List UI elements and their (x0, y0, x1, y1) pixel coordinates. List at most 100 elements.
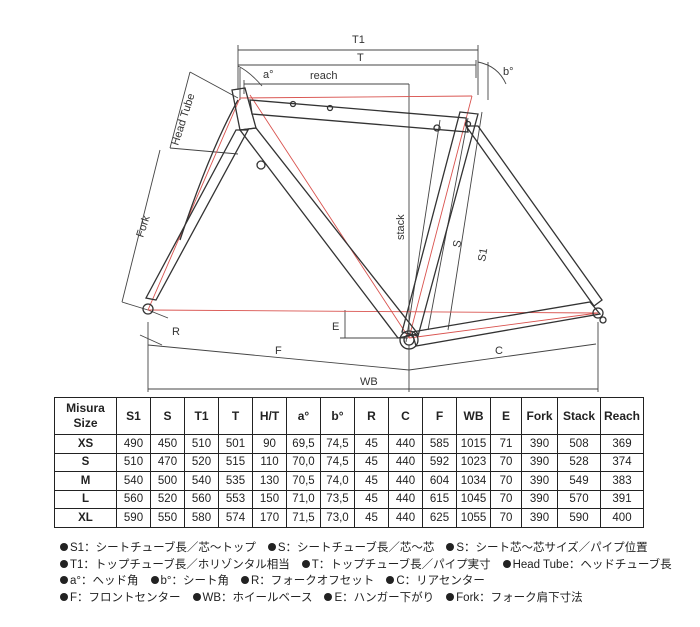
table-cell: 73,5 (320, 489, 355, 509)
bullet-icon (60, 543, 68, 551)
table-cell: 390 (521, 471, 558, 491)
size-cell: XL (54, 508, 117, 528)
legend-item: b°：シート角 (150, 573, 229, 590)
table-cell: 590 (557, 508, 601, 528)
legend-text: S：シートチューブ長／芯～芯 (277, 542, 435, 554)
table-cell: 440 (388, 452, 423, 472)
table-cell: 71,5 (286, 508, 321, 528)
table-cell: 1015 (456, 434, 491, 454)
legend-text: S：シート芯～芯サイズ／パイプ位置 (456, 542, 648, 554)
table-cell: 440 (388, 508, 423, 528)
bullet-icon (192, 592, 201, 601)
header-cell: Fork (521, 397, 558, 435)
table-cell: 390 (521, 434, 558, 454)
header-cell: Misura Size (54, 397, 117, 435)
header-cell: S (150, 397, 185, 435)
table-cell: 110 (252, 452, 287, 472)
bullet-icon (267, 543, 276, 551)
legend-item: S：シート芯～芯サイズ／パイプ位置 (446, 540, 648, 557)
table-cell: 390 (521, 452, 558, 472)
table-cell: 45 (354, 508, 389, 528)
t1-label: T1 (352, 34, 365, 46)
table-cell: 383 (600, 471, 644, 491)
size-cell: S (54, 452, 117, 472)
legend-text: Fork：フォーク肩下寸法 (456, 591, 583, 604)
table-cell: 391 (600, 489, 644, 509)
bullet-icon (446, 543, 455, 551)
legend-item: F：フロントセンター (60, 590, 181, 607)
header-cell: H/T (252, 397, 287, 435)
bullet-icon (301, 559, 310, 568)
table-cell: 374 (600, 452, 644, 472)
table-cell: 440 (388, 434, 423, 454)
table-cell: 130 (252, 471, 287, 491)
table-cell: 70 (490, 508, 522, 528)
legend-item: Fork：フォーク肩下寸法 (446, 590, 583, 607)
table-cell: 560 (116, 489, 151, 509)
bullet-icon (60, 592, 68, 601)
table-cell: 500 (150, 471, 185, 491)
legend: S1：シートチューブ長／芯～トップ S：シートチューブ長／芯～芯 S：シート芯～芯サ… (60, 540, 700, 606)
table-cell: 390 (521, 489, 558, 509)
table-cell: 520 (150, 489, 185, 509)
table-cell: 501 (218, 434, 253, 454)
header-cell: Reach (600, 397, 644, 435)
size-cell: XS (54, 434, 117, 454)
table-cell: 440 (388, 489, 423, 509)
table-cell: 45 (354, 471, 389, 491)
table-cell: 70,5 (286, 471, 321, 491)
table-cell: 45 (354, 452, 389, 472)
legend-item: S：シートチューブ長／芯～芯 (267, 540, 435, 557)
header-cell: T (218, 397, 253, 435)
table-cell: 570 (557, 489, 601, 509)
table-cell: 70 (490, 489, 522, 509)
bullet-icon (150, 576, 159, 584)
table-cell: 450 (150, 434, 185, 454)
table-cell: 490 (116, 434, 151, 454)
table-cell: 604 (422, 471, 457, 491)
head-angle-label: a° (263, 69, 274, 81)
table-cell: 170 (252, 508, 287, 528)
table-cell: 574 (218, 508, 253, 528)
table-cell: 580 (184, 508, 219, 528)
legend-item: T1：トップチューブ長／ホリゾンタル相当 (60, 557, 290, 574)
table-cell: 585 (422, 434, 457, 454)
table-cell: 70,0 (286, 452, 321, 472)
table-cell: 549 (557, 471, 601, 491)
reach-label: reach (310, 70, 338, 82)
legend-item: E：ハンガー下がり (324, 590, 434, 607)
table-cell: 74,0 (320, 471, 355, 491)
c-label: C (495, 345, 503, 357)
table-cell: 400 (600, 508, 644, 528)
legend-text: T1：トップチューブ長／ホリゾンタル相当 (70, 558, 290, 571)
table-cell: 510 (116, 452, 151, 472)
table-cell: 70 (490, 452, 522, 472)
table-cell: 1045 (456, 489, 491, 509)
table-cell: 69,5 (286, 434, 321, 454)
table-cell: 535 (218, 471, 253, 491)
legend-text: S1：シートチューブ長／芯～トップ (70, 542, 256, 554)
table-cell: 550 (150, 508, 185, 528)
bullet-icon (241, 576, 249, 584)
header-cell: b° (320, 397, 355, 435)
frame-geometry-diagram: T1 T reach a° b° Head Tube Fork stack S … (121, 34, 607, 392)
r-label: R (172, 326, 180, 338)
table-cell: 150 (252, 489, 287, 509)
table-cell: 70 (490, 471, 522, 491)
legend-text: C：リアセンター (396, 575, 485, 587)
t-label: T (357, 52, 364, 64)
table-cell: 74,5 (320, 434, 355, 454)
header-cell: a° (286, 397, 321, 435)
size-cell: M (54, 471, 117, 491)
table-cell: 553 (218, 489, 253, 509)
head-tube-label: Head Tube (169, 92, 197, 147)
legend-text: E：ハンガー下がり (334, 591, 435, 604)
s-label: S (451, 239, 464, 248)
